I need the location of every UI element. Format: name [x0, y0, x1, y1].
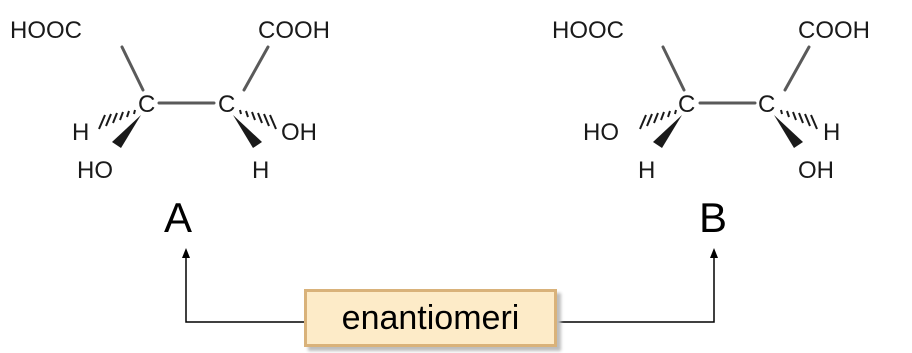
b-bond-top-left: [661, 45, 686, 92]
b-top-right-group: COOH: [798, 17, 870, 44]
enantiomers-label-box: enantiomeri: [304, 289, 557, 347]
arrowhead-a-icon: [182, 248, 190, 258]
b-hash-bond-right: [780, 109, 818, 130]
molecule-a: HOOC COOH C C H HO OH H: [10, 17, 330, 241]
b-wedge-bond-left: [653, 115, 682, 148]
a-carbon-right: C: [218, 91, 235, 118]
a-right-oh: OH: [281, 119, 317, 146]
b-hash-bond-left: [639, 109, 677, 130]
a-bond-top-right: [242, 45, 270, 92]
a-bond-top-left: [120, 45, 145, 92]
b-wedge-bond-right: [774, 115, 803, 148]
b-right-h: H: [823, 119, 840, 146]
a-right-h: H: [252, 157, 269, 184]
enantiomer-connector: [182, 248, 718, 323]
b-right-oh: OH: [798, 157, 834, 184]
a-left-h: H: [72, 119, 89, 146]
b-bond-top-right: [783, 45, 811, 92]
molecule-b: HOOC COOH C C HO H H OH: [552, 17, 870, 241]
b-left-oh: HO: [583, 119, 619, 146]
b-carbon-right: C: [758, 91, 775, 118]
b-top-left-group: HOOC: [552, 17, 624, 44]
arrowhead-b-icon: [710, 248, 718, 258]
arrow-to-b: [557, 256, 715, 323]
a-top-left-group: HOOC: [10, 17, 82, 44]
b-left-h: H: [638, 157, 655, 184]
a-hash-bond-right: [239, 109, 277, 130]
enantiomers-label: enantiomeri: [341, 298, 520, 337]
label-b: B: [699, 194, 727, 241]
b-carbon-left: C: [678, 91, 695, 118]
a-wedge-bond-right: [233, 115, 262, 148]
a-top-right-group: COOH: [258, 17, 330, 44]
arrow-to-a: [185, 256, 304, 323]
a-wedge-bond-left: [112, 115, 141, 148]
a-hash-bond-left: [98, 109, 136, 130]
label-a: A: [164, 194, 192, 241]
a-left-oh: HO: [77, 157, 113, 184]
a-carbon-left: C: [138, 91, 155, 118]
